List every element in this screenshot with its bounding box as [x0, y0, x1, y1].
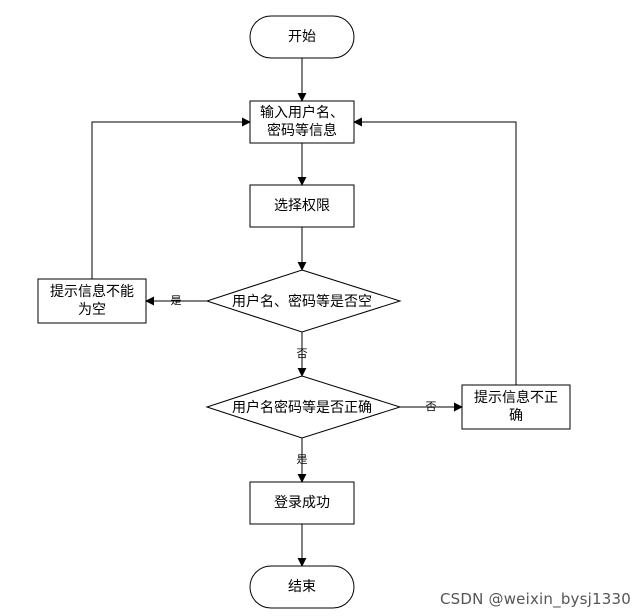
input-node: 输入用户名、 密码等信息	[249, 100, 355, 144]
end-label: 结束	[288, 579, 316, 595]
edge-label-correct-no: 否	[426, 400, 437, 413]
correct-check-decision: 用户名密码等是否正确	[205, 375, 402, 439]
correct-check-label: 用户名密码等是否正确	[232, 399, 372, 416]
empty-message-line1: 提示信息不能	[50, 283, 134, 300]
incorrect-message-node: 提示信息不正 确	[461, 384, 571, 430]
edge-label-correct-yes: 是	[297, 453, 308, 466]
edge-incorrect-message-loop	[353, 117, 517, 385]
success-label: 登录成功	[274, 495, 330, 511]
empty-check-label: 用户名、密码等是否空	[232, 293, 372, 310]
start-node: 开始	[249, 15, 355, 59]
watermark-text: CSDN @weixin_bysj1330	[439, 590, 631, 608]
select-permission-label: 选择权限	[274, 198, 330, 214]
success-node: 登录成功	[249, 481, 355, 525]
edge-empty-message-loop	[91, 117, 251, 279]
empty-message-node: 提示信息不能 为空	[37, 278, 147, 324]
input-label-line2: 密码等信息	[267, 122, 337, 139]
edge-label-empty-yes: 是	[171, 294, 182, 307]
edge-label-empty-no: 否	[297, 347, 308, 360]
select-permission-node: 选择权限	[249, 184, 355, 228]
empty-message-line2: 为空	[78, 302, 106, 318]
start-label: 开始	[288, 29, 316, 45]
incorrect-message-line1: 提示信息不正	[474, 389, 558, 406]
end-node: 结束	[249, 565, 355, 609]
empty-check-decision: 用户名、密码等是否空	[205, 269, 402, 333]
incorrect-message-line2: 确	[509, 408, 523, 424]
input-label-line1: 输入用户名、	[260, 104, 344, 121]
